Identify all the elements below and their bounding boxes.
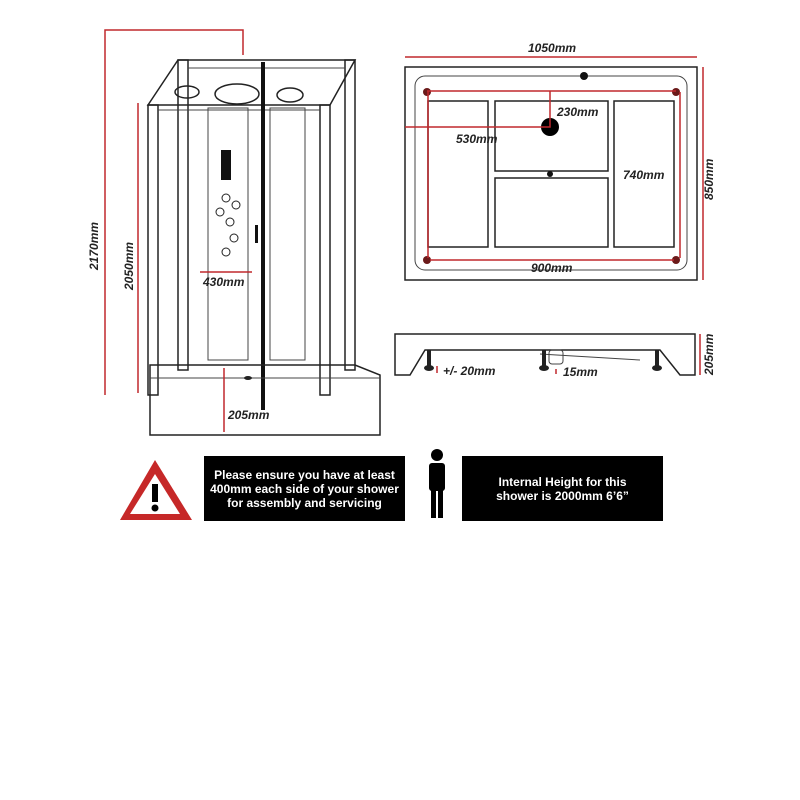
side-view: +/- 20mm 15mm 205mm [394,333,716,379]
inner-depth-label: 740mm [623,168,665,182]
front-view: 2170mm 2050mm 430mm 205mm [87,29,381,436]
inner-width-label: 900mm [531,261,573,275]
clearance-text: Please ensure you have at least 400mm ea… [210,467,399,510]
tray-height-label: 205mm [227,408,270,422]
top-view: 1050mm 850mm 900mm 740mm 530mm 230mm [404,41,716,281]
internal-height-text: Internal Height for this shower is 2000m… [496,474,629,503]
waste-y-label: 230mm [556,105,599,119]
door-height-label: 2050mm [122,242,136,291]
waste-x-label: 530mm [456,132,498,146]
door-width-label: 430mm [202,275,245,289]
total-height-label: 2170mm [87,222,101,271]
waste-clearance-label: 15mm [563,365,598,379]
depth-label: 850mm [702,158,716,200]
warning-icon [120,460,192,520]
clearance-notice: Please ensure you have at least 400mm ea… [204,456,405,521]
side-height-label: 205mm [702,333,716,376]
width-label: 1050mm [528,41,576,55]
leg-adjust-label: +/- 20mm [443,364,496,378]
internal-height-notice: Internal Height for this shower is 2000m… [462,456,663,521]
person-icon [429,449,445,518]
